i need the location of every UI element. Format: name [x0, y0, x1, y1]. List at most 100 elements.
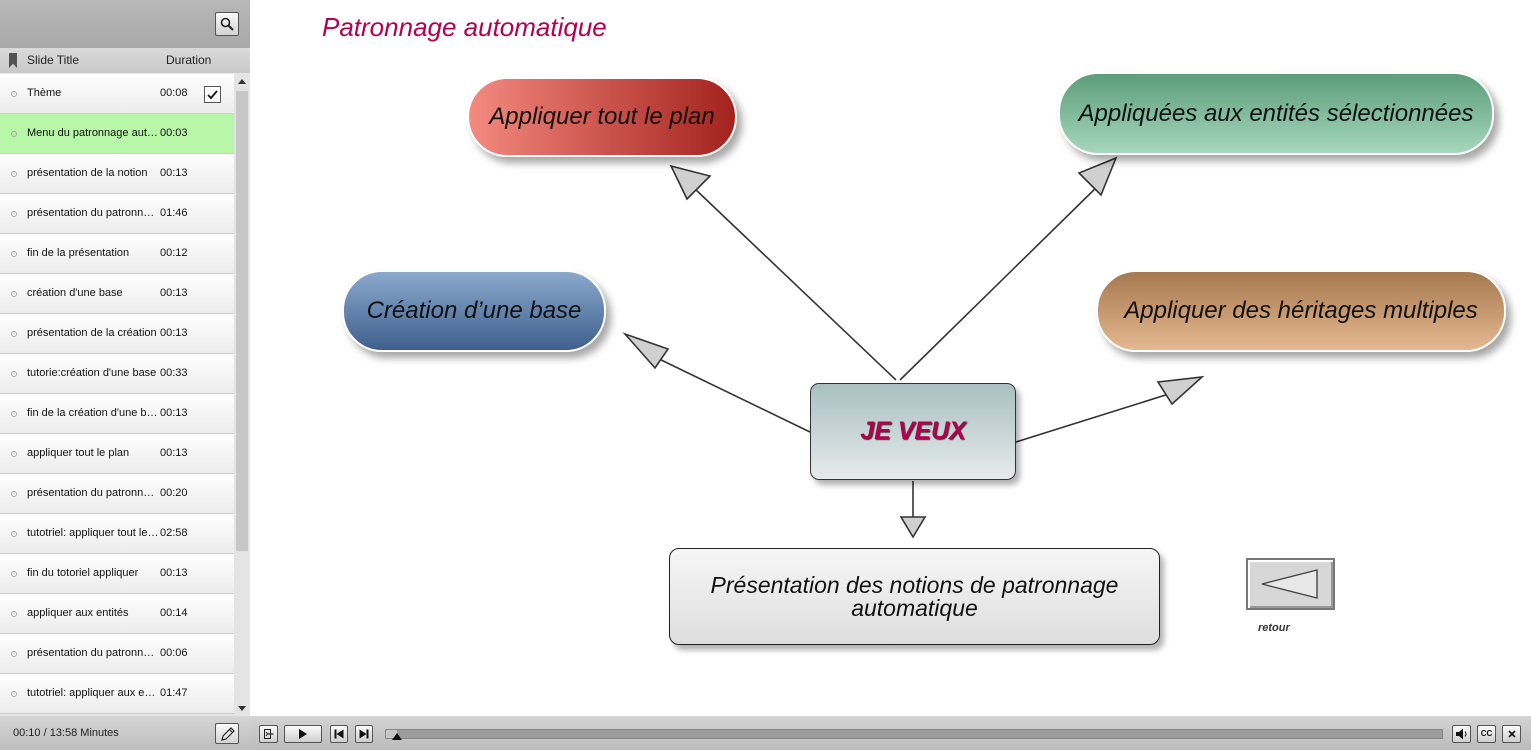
slide-duration: 00:06 [160, 647, 188, 659]
slide-list-item[interactable]: fin du totoriel appliquer 00:13 [0, 554, 234, 594]
slide-title: Thème [27, 87, 62, 99]
visited-indicator-icon [11, 531, 17, 537]
visited-indicator-icon [11, 451, 17, 457]
notes-button[interactable] [215, 723, 239, 744]
connector-line [1015, 392, 1173, 443]
sidebar-toolbar [0, 0, 250, 48]
scroll-down-arrow[interactable] [234, 700, 250, 716]
arrowhead-base [622, 332, 670, 370]
slide-title: tutotriel: appliquer aux entités [27, 687, 159, 699]
slide-list-item[interactable]: création d'une base 00:13 [0, 274, 234, 314]
arrowhead-presentation [899, 516, 927, 539]
visited-indicator-icon [11, 491, 17, 497]
search-icon [220, 17, 234, 31]
visited-indicator-icon [11, 291, 17, 297]
visited-indicator-icon [11, 571, 17, 577]
option-creation-base[interactable]: Création d’une base [342, 270, 606, 352]
back-triangle-icon [1261, 569, 1318, 599]
scroll-up-arrow[interactable] [234, 74, 250, 90]
slide-title: tutotriel: appliquer tout le plan [27, 527, 159, 539]
option-appliquer-tout-le-plan[interactable]: Appliquer tout le plan [467, 77, 737, 157]
playback-bar: CC [250, 716, 1531, 750]
bookmark-icon [9, 53, 17, 68]
slide-title: fin du totoriel appliquer [27, 567, 139, 579]
visited-indicator-icon [11, 211, 17, 217]
visited-indicator-icon [11, 251, 17, 257]
slide-canvas: Patronnage automatique Appliquer tout le… [250, 0, 1531, 716]
column-header-title: Slide Title [27, 53, 80, 67]
volume-button[interactable] [1452, 725, 1471, 743]
slide-duration: 00:13 [160, 167, 188, 179]
slide-duration: 00:12 [160, 247, 188, 259]
next-slide-button[interactable] [355, 725, 373, 743]
elapsed-time-readout: 00:10 / 13:58 Minutes [13, 727, 119, 739]
arrowhead-entites [1077, 156, 1118, 197]
slide-list-item[interactable]: Thème 00:08 [0, 74, 234, 114]
slide-title: création d'une base [27, 287, 123, 299]
close-button[interactable] [1502, 725, 1521, 743]
option-heritages-multiples[interactable]: Appliquer des héritages multiples [1096, 270, 1506, 352]
previous-slide-button[interactable] [330, 725, 348, 743]
slide-duration: 00:13 [160, 447, 188, 459]
seek-thumb[interactable] [391, 733, 402, 740]
slide-duration: 00:13 [160, 407, 188, 419]
slide-duration: 00:13 [160, 567, 188, 579]
sidebar-footer: 00:10 / 13:58 Minutes [0, 716, 250, 750]
back-label: retour [1258, 622, 1290, 634]
visited-indicator-icon [11, 91, 17, 97]
pencil-icon [221, 727, 235, 741]
visited-indicator-icon [11, 371, 17, 377]
slide-list-scrollbar[interactable] [234, 74, 250, 716]
center-node: JE VEUX [810, 383, 1016, 480]
visited-indicator-icon [11, 171, 17, 177]
slide-duration: 00:08 [160, 87, 188, 99]
arrowhead-heritage [1156, 375, 1205, 406]
slide-list-item[interactable]: Menu du patronnage automatique00:03 [0, 114, 234, 154]
option-appliquees-aux-entites[interactable]: Appliquées aux entités sélectionnées [1058, 72, 1494, 155]
speaker-icon [1455, 728, 1466, 740]
slide-title: appliquer aux entités [27, 607, 129, 619]
checkmark-icon [207, 90, 218, 100]
connector-line [693, 187, 897, 381]
visited-indicator-icon [11, 131, 17, 137]
center-node-label: JE VEUX [860, 417, 966, 445]
checkmark-box[interactable] [204, 86, 221, 103]
connector-line [899, 181, 1103, 381]
slide-duration: 02:58 [160, 527, 188, 539]
play-button[interactable] [284, 725, 322, 743]
slide-title: présentation de la notion [27, 167, 148, 179]
exit-button[interactable] [259, 725, 278, 743]
slide-duration: 01:47 [160, 687, 188, 699]
slide-list-item[interactable]: présentation de la notion 00:13 [0, 154, 234, 194]
visited-indicator-icon [11, 331, 17, 337]
scroll-thumb[interactable] [236, 91, 248, 551]
slide-title: Menu du patronnage automatique [27, 127, 159, 139]
slide-title: appliquer tout le plan [27, 447, 130, 459]
closed-captions-button[interactable]: CC [1477, 725, 1496, 743]
slide-title: fin de la création d'une base [27, 407, 159, 419]
slide-list-header: Slide Title Duration [0, 48, 250, 73]
visited-indicator-icon [11, 691, 17, 697]
slide-title: présentation de la création [27, 327, 157, 339]
seek-bar[interactable] [385, 729, 1443, 740]
column-header-duration: Duration [166, 53, 212, 67]
search-button[interactable] [215, 12, 239, 36]
option-presentation-notions[interactable]: Présentation des notions de patronnage a… [669, 548, 1160, 645]
slide-duration: 00:13 [160, 327, 188, 339]
back-button[interactable] [1246, 558, 1335, 610]
slide-list-item[interactable]: appliquer tout le plan 00:13 [0, 434, 234, 474]
slide-duration: 00:13 [160, 287, 188, 299]
arrowhead-plan [669, 164, 712, 201]
